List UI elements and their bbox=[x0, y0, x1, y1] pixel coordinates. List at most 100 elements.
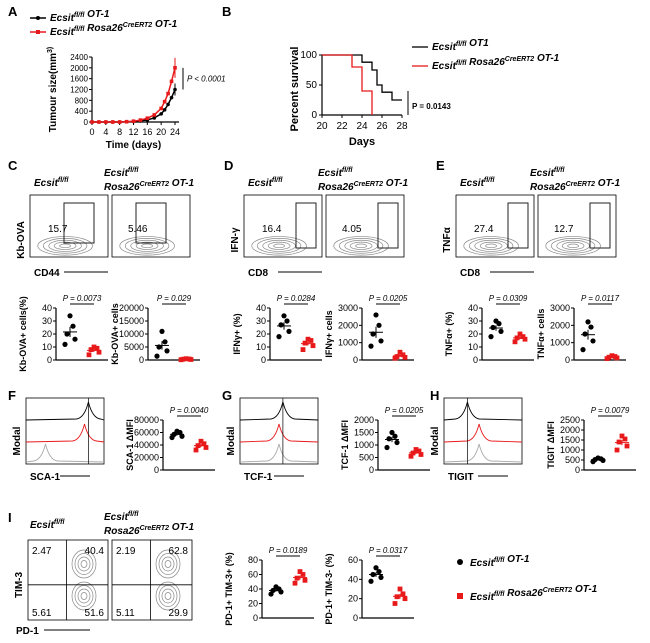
e-hdr-ctrl: Ecsitfl/fl bbox=[460, 177, 495, 189]
b-legend-ctrl: Ecsitfl/fl OT1 bbox=[432, 38, 489, 53]
a-point bbox=[162, 99, 167, 104]
e-plot-cnt-pvalue: P = 0.0117 bbox=[581, 294, 620, 303]
i-flow-trt-frame bbox=[111, 539, 193, 621]
h-hist-curve-2 bbox=[443, 443, 523, 463]
d-plot-pct-pvalue: P = 0.0284 bbox=[277, 294, 316, 303]
e-flow-ctrl-contour bbox=[463, 236, 519, 256]
a-point bbox=[104, 120, 108, 124]
c-plot-cnt-y-tick-label: 10000 bbox=[119, 329, 144, 339]
c-plot-pct-ylabel: Kb-OVA+ cells(%) bbox=[18, 296, 28, 372]
i-plot-dp-dot-ctrl bbox=[270, 587, 276, 594]
i-plot-dp-y-tick-label: 60 bbox=[248, 570, 258, 580]
b-x-tick-label: 20 bbox=[316, 121, 328, 132]
i-plot-dp-dot-trt bbox=[297, 569, 303, 574]
b-survival-1 bbox=[322, 54, 373, 115]
g-plot-dot-trt bbox=[408, 453, 414, 459]
e-plot-cnt-y-tick-label: 3000 bbox=[550, 303, 570, 313]
e-plot-cnt-dot-ctrl bbox=[582, 331, 588, 337]
g-hist-ylabel: Modal bbox=[226, 426, 237, 455]
i-plot-dp-y-tick-label: 0 bbox=[253, 613, 258, 623]
c-hdr-ctrl: Ecsitfl/fl bbox=[34, 177, 69, 189]
i-plot-sp-dot-ctrl bbox=[378, 574, 384, 581]
f-plot-dot-trt bbox=[195, 443, 201, 449]
e-flow-trt-contour bbox=[556, 239, 590, 252]
i-plot-dp-y-tick-label: 80 bbox=[248, 555, 258, 565]
d-flow-ctrl-gate bbox=[295, 202, 317, 249]
e-plot-cnt-dot-ctrl bbox=[580, 347, 586, 353]
e-plot-cnt-dot-ctrl bbox=[585, 319, 591, 325]
i-flow-trt-contour-lo bbox=[164, 592, 172, 600]
b-xlabel: Days bbox=[349, 136, 375, 148]
c-gate-value-ctrl: 15.7 bbox=[48, 224, 68, 235]
h-hist-xlabel: TIGIT bbox=[448, 472, 474, 483]
d-plot-cnt-y-tick-label: 2000 bbox=[338, 320, 358, 330]
i-plot-dp-ylabel: PD-1+ TIM-3+ (%) bbox=[224, 552, 234, 626]
h-plot-y-tick-label: 1000 bbox=[560, 445, 580, 455]
a-pvalue: P < 0.0001 bbox=[187, 75, 226, 84]
h-plot-dot-ctrl bbox=[595, 455, 601, 461]
e-flow-trt-frame bbox=[537, 194, 617, 258]
i-plot-sp-dot-ctrl bbox=[373, 565, 379, 571]
f-hist-ylabel: Modal bbox=[12, 426, 23, 455]
i-plot-sp-y-tick-label: 0 bbox=[353, 613, 358, 623]
e-flow-ctrl-contour bbox=[479, 241, 503, 250]
a-point bbox=[162, 108, 167, 112]
a-point bbox=[131, 119, 136, 123]
e-gate-value-ctrl: 27.4 bbox=[474, 224, 494, 235]
d-hdr-trt1: Ecsitfl/fl bbox=[318, 167, 353, 179]
e-plot-cnt-y-tick-label: 0 bbox=[565, 355, 570, 365]
a-legend-marker-ctrl bbox=[36, 16, 40, 20]
e-plot-cnt-ylabel: TNFα+ cells bbox=[536, 309, 546, 360]
g-plot-pvalue: P = 0.0205 bbox=[385, 406, 424, 415]
e-flow-trt-contour bbox=[545, 236, 601, 256]
c-plot-pct-dot-ctrl bbox=[67, 313, 73, 319]
d-plot-pct-y-tick-label: 0 bbox=[261, 355, 266, 365]
i-plot-dp-dot-trt bbox=[292, 580, 298, 586]
a-point bbox=[145, 116, 150, 121]
d-flow-trt-contour bbox=[338, 238, 384, 254]
b-legend-trt: Ecsitfl/fl Rosa26CreERT2 OT-1 bbox=[432, 53, 560, 72]
d-flow-ctrl-contour bbox=[262, 239, 296, 252]
e-flow-trt-contour bbox=[550, 238, 596, 254]
f-plot-pvalue: P = 0.0040 bbox=[170, 406, 209, 415]
d-plot-cnt-dot-ctrl bbox=[370, 331, 376, 337]
h-plot-dot-trt bbox=[624, 443, 630, 449]
d-plot-pct-y-tick-label: 20 bbox=[256, 329, 266, 339]
i-flow-trt-contour-hi bbox=[164, 560, 172, 568]
d-plot-cnt-dot-ctrl bbox=[378, 338, 384, 344]
i-plot-sp-dot-trt bbox=[394, 594, 400, 600]
d-flow-trt-contour bbox=[355, 243, 367, 249]
f-hist-xlabel: SCA-1 bbox=[30, 472, 60, 483]
a-point bbox=[152, 116, 157, 120]
d-flow-xlabel: CD8 bbox=[248, 268, 268, 279]
i-flow-ctrl-contour-lo bbox=[71, 581, 97, 611]
b-x-tick-label: 24 bbox=[356, 121, 368, 132]
c-plot-cnt-pvalue: P = 0.029 bbox=[157, 294, 192, 303]
e-hdr-trt2: Rosa26CreERT2 OT-1 bbox=[530, 178, 620, 193]
c-gate-value-trt: 5.46 bbox=[128, 224, 148, 235]
i-legend-trt: Ecsitfl/fl Rosa26CreERT2 OT-1 bbox=[470, 584, 598, 603]
i-flow-trt-q-ul: 2.19 bbox=[116, 546, 136, 557]
e-flow-ctrl-contour bbox=[485, 243, 497, 249]
f-plot-dot-trt bbox=[193, 447, 199, 453]
i-flow-ctrl-q-lr: 51.6 bbox=[85, 608, 105, 619]
i-flow-trt-contour-hi bbox=[158, 553, 178, 575]
panel-letter-g: G bbox=[222, 388, 232, 403]
i-flow-ctrl-contour-lo bbox=[80, 592, 88, 600]
i-plot-dp-y-tick-label: 40 bbox=[248, 584, 258, 594]
c-hdr-trt1: Ecsitfl/fl bbox=[104, 167, 139, 179]
i-plot-sp-dot-trt bbox=[402, 596, 408, 602]
i-flow-ctrl-contour-hi bbox=[71, 549, 97, 579]
c-flow-ctrl-gate bbox=[63, 202, 95, 244]
i-flow-ctrl-contour-lo bbox=[77, 588, 91, 604]
h-plot-y-tick-label: 2000 bbox=[560, 425, 580, 435]
h-plot-dot-trt bbox=[622, 436, 628, 442]
a-y-tick-label: 2400 bbox=[70, 53, 88, 62]
d-plot-cnt-dot-ctrl bbox=[368, 343, 374, 349]
c-plot-pct-dot-trt bbox=[96, 349, 102, 355]
g-plot-ylabel: TCF-1 ΔMFI bbox=[340, 420, 350, 470]
c-flow-ctrl-frame bbox=[29, 194, 109, 258]
i-plot-sp-dot-trt bbox=[400, 591, 406, 597]
c-plot-cnt-dot-trt bbox=[186, 356, 192, 362]
